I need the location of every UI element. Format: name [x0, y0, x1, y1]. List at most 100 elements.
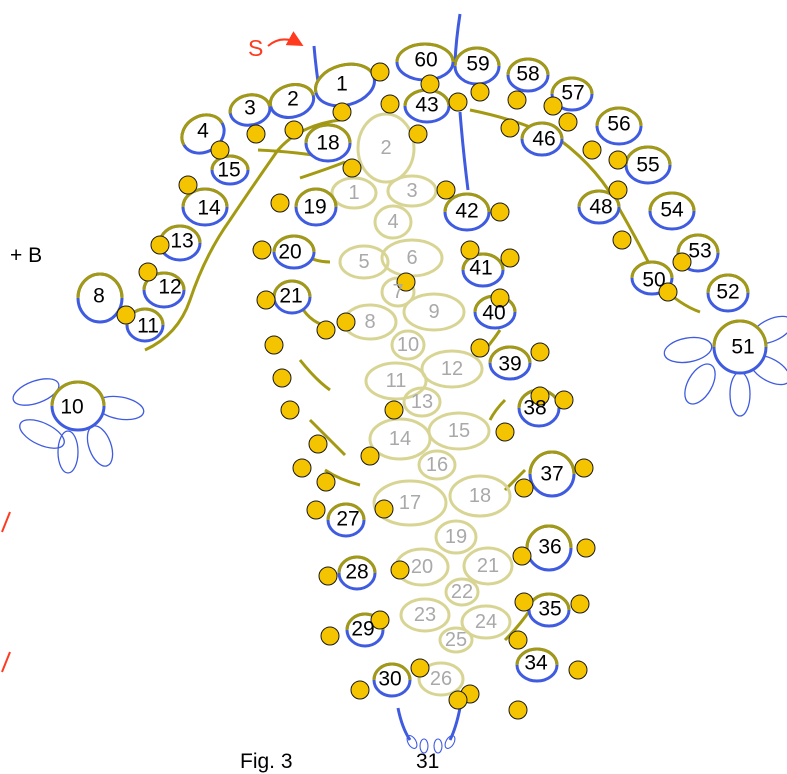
outline-ring-1: [314, 62, 376, 108]
red-tick-mark-1: [1, 511, 11, 533]
bead-35: [384, 400, 404, 420]
center-ring-11: [364, 361, 428, 401]
outline-ring-14: [181, 187, 229, 227]
outline-ring-30: [372, 662, 412, 698]
bead-48: [495, 422, 515, 442]
bead-45: [530, 342, 550, 362]
bead-63: [320, 626, 340, 646]
bead-56: [568, 660, 588, 680]
bead-31: [280, 400, 300, 420]
center-ring-18: [448, 474, 512, 518]
outline-ring-label-35: 35: [538, 598, 561, 621]
center-ring-14: [368, 417, 432, 461]
bead-34: [360, 446, 380, 466]
outline-ring-label-53: 53: [688, 240, 711, 263]
start-arrow-icon: [267, 31, 304, 47]
bead-40: [490, 202, 510, 222]
bead-68: [390, 560, 410, 580]
outline-ring-37: [528, 450, 576, 498]
outline-ring-20: [272, 234, 316, 270]
bead-6: [470, 82, 490, 102]
bead-47: [554, 390, 574, 410]
bead-21: [612, 230, 632, 250]
bead-4: [380, 94, 400, 114]
center-ring-label-4: 4: [387, 211, 398, 233]
outline-ring-3: [228, 93, 272, 127]
start-marker-label: S: [248, 35, 263, 61]
center-ring-label-5: 5: [358, 251, 369, 273]
center-ring-label-2: 2: [380, 137, 391, 159]
outline-ring-34: [515, 647, 559, 683]
outline-ring-label-43: 43: [415, 94, 438, 117]
outline-ring-label-36: 36: [538, 536, 561, 559]
bead-67: [370, 610, 390, 630]
outline-ring-46: [520, 121, 564, 157]
outline-ring-label-50: 50: [642, 269, 665, 292]
bead-marker-label: + B: [10, 244, 42, 267]
bead-29: [264, 335, 284, 355]
bead-22: [608, 150, 628, 170]
outline-label-group: 1234810111213141518192021272829303435363…: [60, 49, 754, 691]
bead-15: [178, 175, 198, 195]
outline-ring-41: [461, 252, 505, 288]
outline-ring-label-42: 42: [455, 200, 478, 223]
outline-ring-label-60: 60: [414, 49, 437, 72]
center-ring-17: [372, 479, 448, 527]
bead-64: [374, 499, 394, 519]
outline-ring-10: [50, 380, 106, 432]
bead-14: [210, 140, 230, 160]
outline-ring-19: [294, 187, 338, 227]
bead-20: [608, 180, 628, 200]
bead-23: [672, 252, 692, 272]
bead-41: [460, 240, 480, 260]
bead-61: [350, 680, 370, 700]
center-ring-label-19: 19: [445, 526, 467, 548]
bead-group: [116, 62, 692, 720]
outline-ring-label-13: 13: [170, 230, 193, 253]
bead-43: [490, 288, 510, 308]
outline-ring-label-52: 52: [716, 281, 739, 304]
outline-ring-label-10: 10: [60, 396, 83, 419]
bead-1: [370, 62, 390, 82]
center-ring-4: [373, 204, 413, 240]
outline-ring-12: [142, 271, 186, 309]
center-ring-16: [417, 449, 457, 481]
outline-ring-label-1: 1: [336, 73, 348, 96]
center-ring-1: [330, 176, 378, 210]
center-ring-10: [390, 329, 426, 361]
figure-caption: Fig. 3: [240, 750, 293, 773]
outline-ring-label-2: 2: [287, 88, 299, 111]
outline-ring-label-21: 21: [279, 285, 302, 308]
center-ring-13: [402, 386, 442, 418]
outline-ring-label-19: 19: [303, 196, 326, 219]
bead-50: [574, 458, 594, 478]
outline-ring-15: [210, 154, 250, 186]
outline-ring-27: [326, 502, 366, 538]
bead-24: [658, 282, 678, 302]
outline-ring-55: [624, 145, 672, 185]
bead-62: [318, 566, 338, 586]
outline-ring-57: [550, 76, 594, 112]
outline-ring-label-34: 34: [524, 652, 548, 675]
center-ring-label-7: 7: [392, 281, 403, 303]
outline-ring-label-28: 28: [345, 561, 368, 584]
bead-55: [508, 630, 528, 650]
outline-ring-label-18: 18: [316, 132, 339, 155]
outline-ring-51: [712, 319, 768, 375]
outline-ring-group: [50, 42, 768, 698]
bead-17: [138, 262, 158, 282]
bead-49: [514, 478, 534, 498]
center-ring-label-10: 10: [397, 334, 419, 356]
bead-65: [306, 500, 326, 520]
outline-ring-39: [488, 345, 532, 381]
center-ring-22: [444, 577, 480, 607]
bead-18: [116, 305, 136, 325]
bead-3: [332, 102, 352, 122]
center-ring-label-22: 22: [451, 581, 473, 603]
bead-5: [448, 92, 468, 112]
bead-39: [436, 180, 456, 200]
outline-ring-label-38: 38: [523, 397, 546, 420]
outline-ring-label-3: 3: [244, 97, 256, 120]
